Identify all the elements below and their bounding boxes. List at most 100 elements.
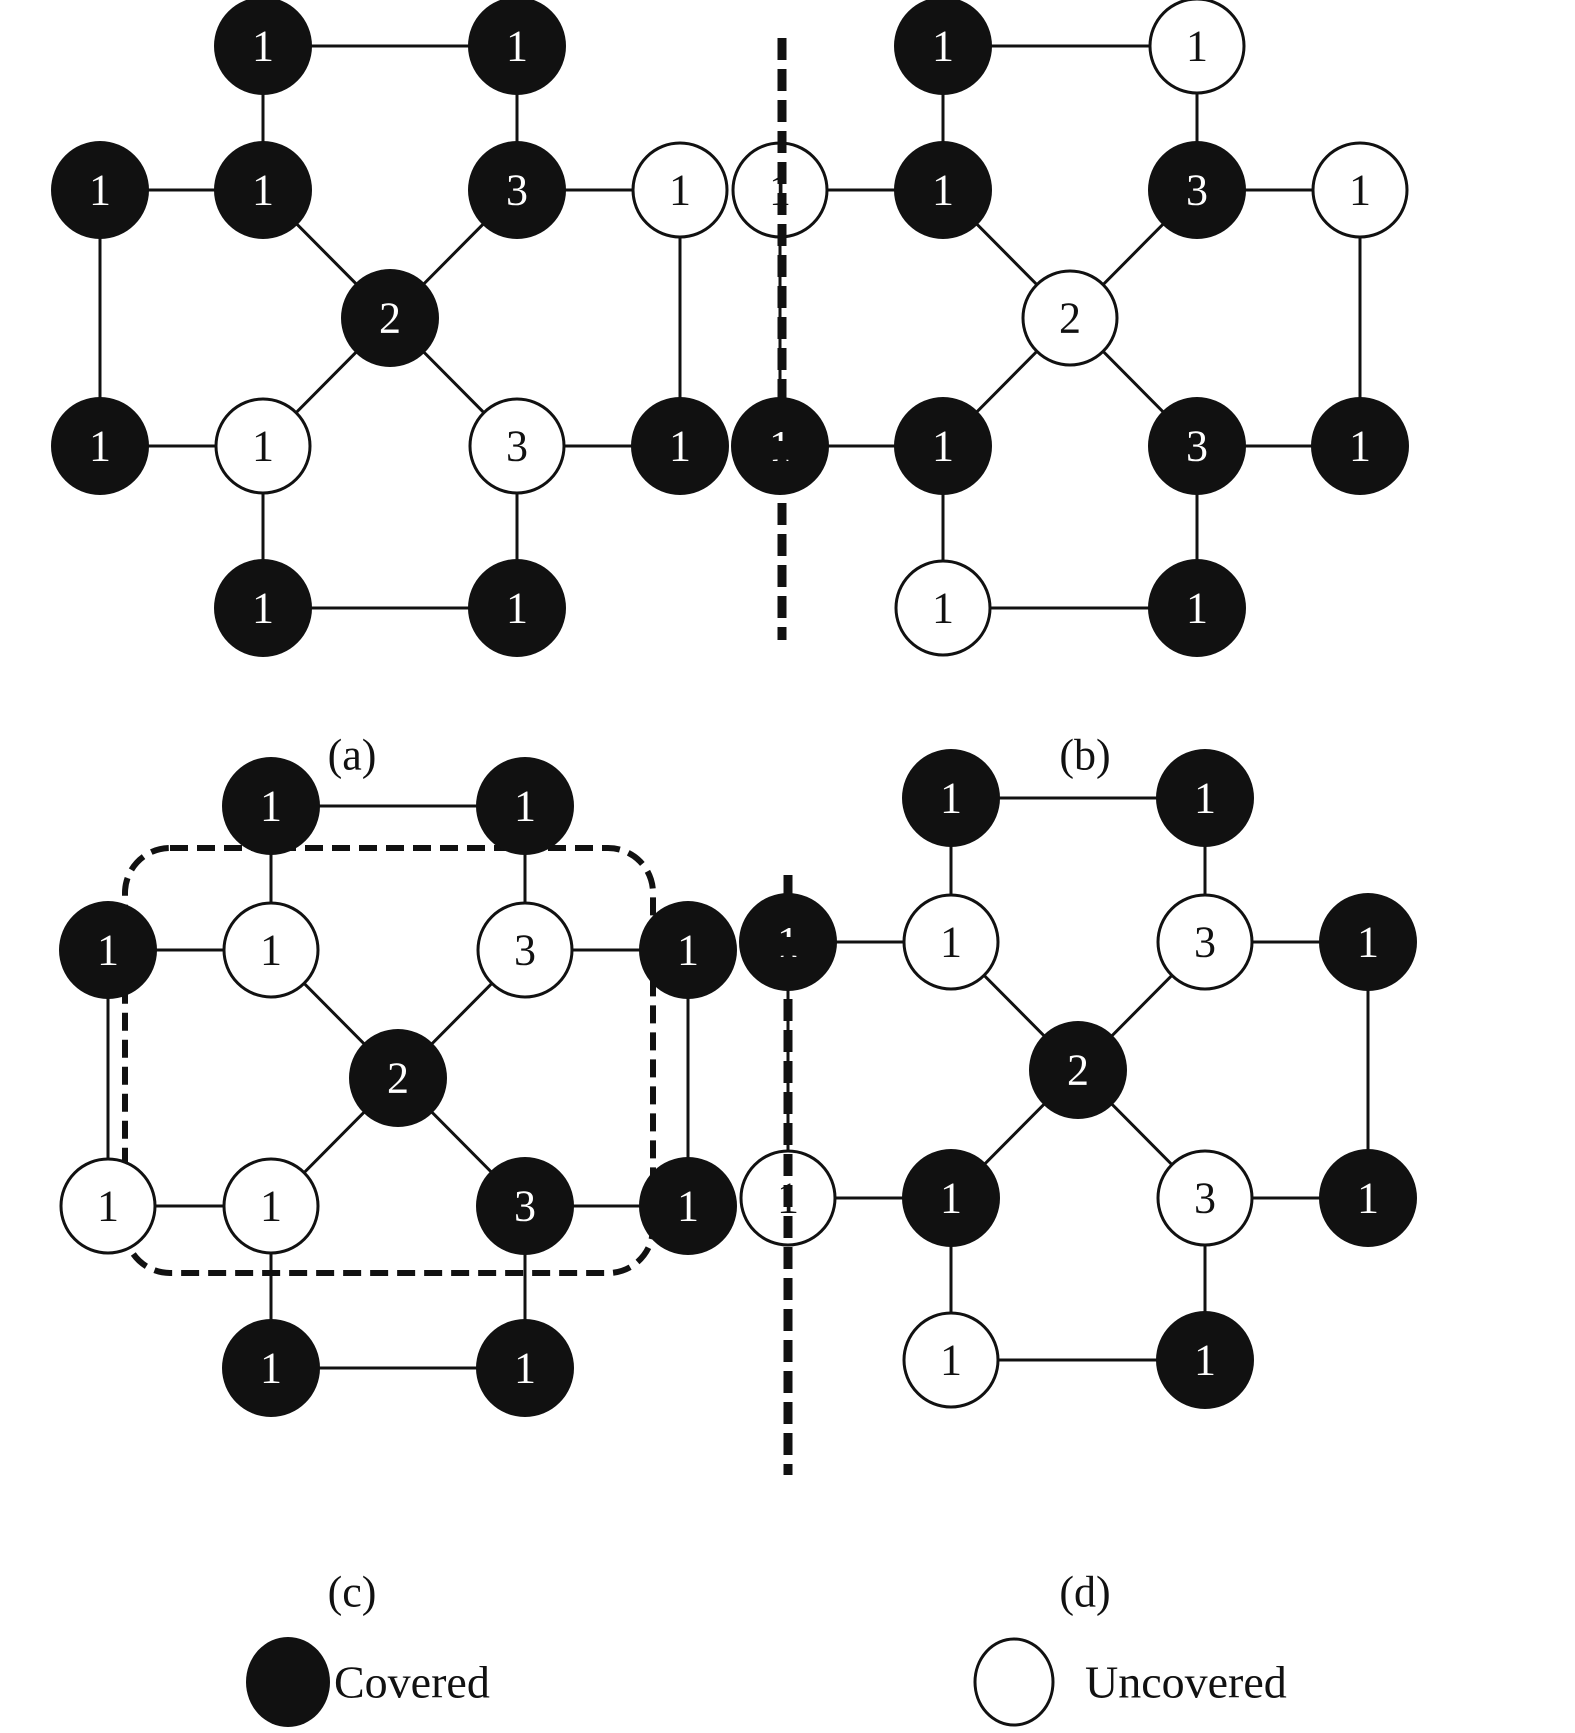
- node-inner-bottom-left-uncovered: 1: [214, 397, 312, 495]
- node-outer-right-top-uncovered: 1: [1311, 141, 1409, 239]
- node-circle: [222, 1319, 320, 1417]
- node-outer-right-top-covered: 1: [639, 901, 737, 999]
- node-circle: [1148, 559, 1246, 657]
- node-circle: [1029, 1021, 1127, 1119]
- node-outer-left-bottom-uncovered: 1: [59, 1157, 157, 1255]
- node-circle: [1021, 269, 1119, 367]
- node-label: 1: [932, 166, 954, 215]
- node-circle: [1311, 141, 1409, 239]
- node-circle: [902, 1311, 1000, 1409]
- node-circle: [476, 901, 574, 999]
- node-inner-top-right-covered: 3: [468, 141, 566, 239]
- node-circle: [902, 749, 1000, 847]
- node-circle: [639, 901, 737, 999]
- node-label: 3: [1194, 1174, 1216, 1223]
- node-label: 1: [89, 166, 111, 215]
- node-top-left-covered: 1: [214, 0, 312, 95]
- node-circle: [222, 1157, 320, 1255]
- node-label: 1: [940, 1336, 962, 1385]
- node-circle: [902, 1149, 1000, 1247]
- legend-covered-swatch: [246, 1637, 330, 1727]
- node-circle: [1148, 397, 1246, 495]
- node-top-right-covered: 1: [468, 0, 566, 95]
- node-inner-bottom-right-uncovered: 3: [1156, 1149, 1254, 1247]
- node-circle: [1148, 0, 1246, 95]
- node-label: 2: [1059, 294, 1081, 343]
- node-circle: [631, 397, 729, 495]
- node-top-right-uncovered: 1: [1148, 0, 1246, 95]
- node-bottom-left-uncovered: 1: [902, 1311, 1000, 1409]
- node-circle: [214, 559, 312, 657]
- node-label: 1: [97, 1182, 119, 1231]
- node-label: 1: [252, 166, 274, 215]
- node-center-uncovered: 2: [1021, 269, 1119, 367]
- node-label: 1: [677, 1182, 699, 1231]
- node-circle: [51, 141, 149, 239]
- panel-caption-b: (b): [1059, 731, 1110, 780]
- node-label: 3: [506, 166, 528, 215]
- node-circle: [631, 141, 729, 239]
- node-label: 3: [514, 1182, 536, 1231]
- node-label: 1: [260, 1344, 282, 1393]
- node-inner-bottom-right-uncovered: 3: [468, 397, 566, 495]
- node-bottom-right-covered: 1: [468, 559, 566, 657]
- node-label: 1: [1194, 1336, 1216, 1385]
- node-inner-top-left-uncovered: 1: [902, 893, 1000, 991]
- node-label: 1: [506, 22, 528, 71]
- node-circle: [894, 559, 992, 657]
- node-label: 1: [669, 422, 691, 471]
- node-inner-top-left-covered: 1: [214, 141, 312, 239]
- panel-caption-a: (a): [328, 731, 377, 780]
- node-circle: [214, 397, 312, 495]
- node-label: 1: [260, 926, 282, 975]
- node-circle: [222, 901, 320, 999]
- node-label: 1: [89, 422, 111, 471]
- node-outer-right-bottom-covered: 1: [639, 1157, 737, 1255]
- node-label: 1: [1349, 166, 1371, 215]
- node-top-left-covered: 1: [222, 757, 320, 855]
- panel-caption-c: (c): [328, 1568, 377, 1617]
- node-label: 2: [1067, 1046, 1089, 1095]
- node-label: 2: [379, 294, 401, 343]
- node-label: 1: [940, 918, 962, 967]
- node-label: 1: [940, 774, 962, 823]
- node-outer-left-top-uncovered: 1: [731, 141, 829, 239]
- node-label: 1: [1194, 774, 1216, 823]
- node-circle: [894, 397, 992, 495]
- node-inner-top-left-covered: 1: [894, 141, 992, 239]
- node-label: 3: [1194, 918, 1216, 967]
- node-circle: [468, 141, 566, 239]
- node-label: 3: [1186, 422, 1208, 471]
- legend-uncovered-label: Uncovered: [1085, 1657, 1287, 1708]
- node-circle: [349, 1029, 447, 1127]
- node-circle: [902, 893, 1000, 991]
- highlight-region: [122, 845, 656, 1276]
- node-label: 1: [677, 926, 699, 975]
- node-circle: [222, 757, 320, 855]
- node-label: 1: [514, 782, 536, 831]
- node-label: 1: [932, 22, 954, 71]
- node-bottom-left-covered: 1: [222, 1319, 320, 1417]
- legend-item-uncovered: Uncovered: [973, 1637, 1287, 1727]
- node-circle: [894, 0, 992, 95]
- node-circle: [476, 1157, 574, 1255]
- node-outer-right-top-covered: 1: [1319, 893, 1417, 991]
- node-circle: [341, 269, 439, 367]
- node-bottom-left-uncovered: 1: [894, 559, 992, 657]
- node-label: 2: [387, 1054, 409, 1103]
- node-circle: [468, 559, 566, 657]
- node-label: 1: [1186, 584, 1208, 633]
- node-circle: [639, 1157, 737, 1255]
- node-circle: [894, 141, 992, 239]
- node-inner-top-left-uncovered: 1: [222, 901, 320, 999]
- node-top-right-covered: 1: [1156, 749, 1254, 847]
- panel-caption-d: (d): [1059, 1568, 1110, 1617]
- node-circle: [468, 0, 566, 95]
- node-inner-bottom-left-covered: 1: [894, 397, 992, 495]
- node-inner-top-right-covered: 3: [1148, 141, 1246, 239]
- node-inner-bottom-right-covered: 3: [476, 1157, 574, 1255]
- node-label: 1: [1349, 422, 1371, 471]
- node-label: 1: [514, 1344, 536, 1393]
